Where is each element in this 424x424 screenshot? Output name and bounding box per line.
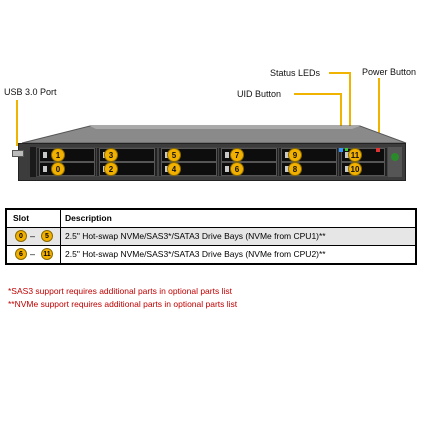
drive-led-icon — [225, 152, 229, 158]
bay-number-badge: 0 — [51, 162, 65, 176]
bay-number-badge: 11 — [348, 148, 362, 162]
drive-led-icon — [285, 166, 289, 172]
description-cell: 2.5" Hot-swap NVMe/SAS3*/SATA3 Drive Bay… — [65, 231, 326, 241]
drive-bay[interactable] — [39, 148, 95, 162]
slot-description-table: Slot Description 0 – 5 2.5" Hot-swap NVM… — [5, 208, 417, 265]
table-row: 6 – 11 2.5" Hot-swap NVMe/SAS3*/SATA3 Dr… — [7, 245, 415, 263]
usb-port-icon[interactable] — [12, 150, 24, 157]
drive-led-icon — [345, 166, 349, 172]
server-chassis-top — [21, 125, 407, 144]
nvme-footnote: **NVMe support requires additional parts… — [8, 299, 238, 309]
header-slot-cell: Slot — [7, 210, 61, 227]
power-button-label: Power Button — [362, 67, 417, 77]
table-row: 0 – 5 2.5" Hot-swap NVMe/SAS3*/SATA3 Dri… — [7, 227, 415, 245]
description-cell: 2.5" Hot-swap NVMe/SAS3*/SATA3 Drive Bay… — [65, 249, 326, 259]
status-leds-callout-v — [349, 72, 351, 144]
bay-number-badge: 9 — [288, 148, 302, 162]
slot-cell: 6 – 11 — [7, 246, 61, 263]
uid-button-label: UID Button — [237, 89, 282, 99]
bay-number-badge: 5 — [167, 148, 181, 162]
status-leds-callout-h — [329, 72, 351, 74]
uid-button-icon[interactable] — [339, 148, 343, 152]
slot-end-badge: 11 — [41, 248, 53, 260]
bay-number-badge: 8 — [288, 162, 302, 176]
power-button-icon[interactable] — [376, 148, 380, 152]
drive-bay[interactable] — [39, 162, 95, 176]
power-led-icon[interactable] — [391, 153, 399, 161]
slot-start-badge: 0 — [15, 230, 27, 242]
bay-number-badge: 10 — [348, 162, 362, 176]
usb-callout-line — [16, 100, 18, 146]
drive-led-icon — [345, 152, 349, 158]
sas3-footnote: *SAS3 support requires additional parts … — [8, 286, 232, 296]
bay-number-badge: 3 — [104, 148, 118, 162]
drive-led-icon — [285, 152, 289, 158]
slot-range-dash: – — [30, 249, 36, 259]
bay-number-badge: 6 — [230, 162, 244, 176]
slot-start-badge: 6 — [15, 248, 27, 260]
control-panel — [388, 147, 402, 177]
status-led-icon — [345, 148, 348, 151]
drive-led-icon — [43, 152, 47, 158]
slot-cell: 0 – 5 — [7, 228, 61, 245]
bay-number-badge: 2 — [104, 162, 118, 176]
header-slot: Slot — [13, 213, 30, 223]
uid-callout-h — [294, 93, 342, 95]
power-callout-v — [378, 78, 380, 144]
bay-number-badge: 1 — [51, 148, 65, 162]
status-leds-label: Status LEDs — [270, 68, 321, 78]
usb-port-label: USB 3.0 Port — [4, 87, 57, 97]
uid-callout-v — [340, 93, 342, 144]
drive-led-icon — [225, 166, 229, 172]
table-header-row: Slot Description — [7, 210, 415, 227]
slot-end-badge: 5 — [41, 230, 53, 242]
bay-number-badge: 4 — [167, 162, 181, 176]
drive-led-icon — [43, 166, 47, 172]
bay-number-badge: 7 — [230, 148, 244, 162]
slot-range-dash: – — [30, 231, 36, 241]
header-description: Description — [65, 213, 112, 223]
